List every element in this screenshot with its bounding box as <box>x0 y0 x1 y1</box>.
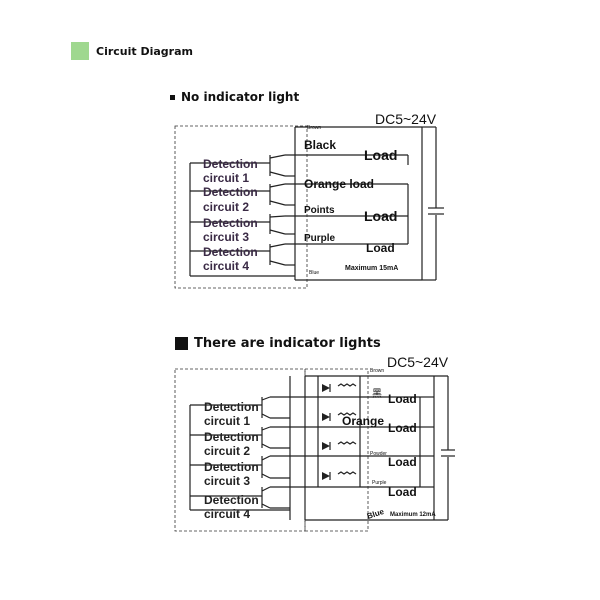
orange-label: Orange <box>342 414 384 428</box>
max-current: Maximum 15mA <box>345 265 398 272</box>
diagram2: DC5~24V Brown Blue Maximum 12mA 黑 Orange… <box>174 354 455 532</box>
wire-label-orange: Orange load <box>304 177 374 191</box>
green-square-icon <box>71 42 89 60</box>
circuit-label: circuit 1 <box>203 171 249 185</box>
blue-label: Blue <box>366 507 386 521</box>
circuit-label: circuit 2 <box>204 444 250 458</box>
purple-label: Purple <box>372 480 387 486</box>
diagram1-title-text: No indicator light <box>181 90 300 104</box>
circuit-label: circuit 4 <box>203 259 249 273</box>
max-current: Maximum 12mA <box>390 512 436 518</box>
supply-voltage: DC5~24V <box>387 354 449 370</box>
load-label: Load <box>364 208 397 224</box>
brown-label: Brown <box>370 368 384 374</box>
diagram1: DC5~24V Brown Blue Maximum 15mA Detectio… <box>174 111 444 289</box>
load-label: Load <box>388 455 417 469</box>
circuit-label: Detection <box>204 430 259 444</box>
led-icon <box>322 383 357 392</box>
led-icon <box>322 412 357 421</box>
circuit-label: Detection <box>203 157 258 171</box>
wire-label-black: Black <box>304 138 336 152</box>
circuit-label: circuit 1 <box>204 414 250 428</box>
wire-label-points: Points <box>304 205 335 216</box>
led-channels <box>270 376 434 488</box>
section-header: Circuit Diagram <box>71 40 193 62</box>
powder-label: Powder <box>370 451 387 457</box>
blue-label: Blue <box>309 270 319 276</box>
load-label: Load <box>364 147 397 163</box>
bullet-square-icon <box>175 337 188 350</box>
circuit-label: Detection <box>204 493 259 507</box>
circuit-label: circuit 3 <box>204 474 250 488</box>
diagram2-title: There are indicator lights <box>175 336 381 351</box>
load-label: Load <box>388 392 417 406</box>
circuit-label: circuit 4 <box>204 507 250 521</box>
led-icon <box>322 441 357 450</box>
circuit-label: Detection <box>203 245 258 259</box>
load-label: Load <box>366 241 395 255</box>
brown-label: Brown <box>307 125 321 131</box>
circuit-label: circuit 2 <box>203 200 249 214</box>
bullet-square-icon <box>170 94 175 100</box>
load-label: Load <box>388 421 417 435</box>
wire-label-purple: Purple <box>304 233 336 244</box>
diagram1-title: No indicator light <box>170 90 299 104</box>
supply-voltage: DC5~24V <box>375 111 437 127</box>
circuit-label: Detection <box>203 185 258 199</box>
circuit-label: circuit 3 <box>203 230 249 244</box>
circuit-label: Detection <box>204 460 259 474</box>
diagram2-title-text: There are indicator lights <box>194 336 381 351</box>
sensor-boundary <box>174 125 308 289</box>
circuit-label: Detection <box>204 400 259 414</box>
load-label: Load <box>388 485 417 499</box>
indicator-boundary <box>304 368 369 532</box>
black-label: 黑 <box>372 388 382 400</box>
led-icon <box>322 471 357 480</box>
circuit-label: Detection <box>203 216 258 230</box>
transistor-group <box>190 396 290 511</box>
header-title: Circuit Diagram <box>96 44 193 58</box>
transistor-group <box>190 154 295 277</box>
